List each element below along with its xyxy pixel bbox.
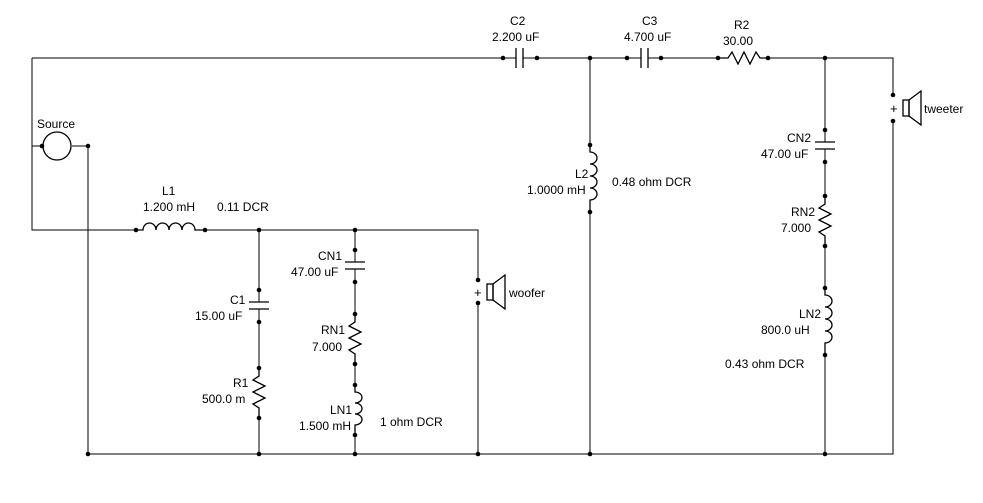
rn1-zigzag	[347, 314, 363, 364]
tweeter-cone-icon	[908, 89, 922, 127]
ln2-dcr: 0.43 ohm DCR	[725, 357, 805, 371]
r1-zigzag	[251, 368, 267, 418]
l2-name: L2	[575, 167, 589, 181]
wires	[31, 57, 894, 455]
r1-name: R1	[233, 376, 249, 390]
capacitor-c2: C2 2.200 uF	[492, 14, 539, 68]
ln2-value: 800.0 uH	[761, 323, 810, 337]
cn1-name: CN1	[318, 249, 342, 263]
inductor-ln2: LN2 800.0 uH 0.43 ohm DCR	[725, 285, 833, 371]
resistor-r1: R1 500.0 m	[202, 365, 267, 421]
tweeter-magnet-icon	[902, 99, 910, 117]
resistor-rn1: RN1 7.000	[312, 311, 363, 367]
inductor-l2: L2 1.0000 mH 0.48 ohm DCR	[527, 142, 692, 215]
rn2-name: RN2	[791, 205, 815, 219]
source: Source	[32, 117, 91, 161]
source-circle-icon	[42, 131, 72, 161]
c2-name: C2	[510, 14, 526, 28]
woofer-cone-icon	[492, 273, 506, 311]
ln2-name: LN2	[799, 307, 821, 321]
r2-value: 30.00	[723, 34, 753, 48]
l2-coil	[589, 145, 598, 212]
c1-name: C1	[230, 293, 246, 307]
c2-value: 2.200 uF	[492, 30, 539, 44]
l1-value: 1.200 mH	[143, 200, 195, 214]
inductor-l1: L1 1.200 mH 0.11 DCR	[133, 184, 269, 233]
l2-dcr: 0.48 ohm DCR	[612, 175, 692, 189]
l2-value: 1.0000 mH	[527, 183, 586, 197]
ln2-coil	[824, 288, 833, 355]
c3-value: 4.700 uF	[624, 30, 671, 44]
l1-name: L1	[162, 184, 176, 198]
rn1-value: 7.000	[312, 340, 342, 354]
capacitor-c1: C1 15.00 uF	[195, 287, 269, 325]
woofer-polarity: +	[474, 285, 482, 300]
wire-source-bottom	[31, 146, 136, 231]
inductor-ln1: LN1 1.500 mH 1 ohm DCR	[299, 382, 443, 438]
wire-r2-tweeter	[768, 57, 894, 95]
source-label: Source	[37, 117, 75, 131]
ln1-value: 1.500 mH	[299, 419, 351, 433]
c3-name: C3	[642, 14, 658, 28]
capacitor-cn2: CN2 47.00 uF	[761, 127, 835, 165]
rn1-name: RN1	[321, 323, 345, 337]
cn2-name: CN2	[787, 131, 811, 145]
rn2-value: 7.000	[781, 221, 811, 235]
speaker-woofer: + woofer	[474, 273, 545, 311]
tweeter-polarity: +	[890, 101, 898, 116]
l1-dcr: 0.11 DCR	[217, 200, 269, 214]
resistor-rn2: RN2 7.000	[781, 193, 833, 249]
r1-value: 500.0 m	[202, 392, 245, 406]
woofer-magnet-icon	[486, 283, 494, 301]
ln1-dcr: 1 ohm DCR	[380, 415, 443, 429]
ln1-name: LN1	[330, 403, 352, 417]
rn2-zigzag	[817, 196, 833, 246]
c1-value: 15.00 uF	[195, 309, 242, 323]
r2-name: R2	[734, 18, 750, 32]
r2-zigzag	[718, 50, 768, 66]
woofer-label: woofer	[508, 286, 545, 300]
resistor-r2: R2 30.00	[715, 18, 771, 66]
ln1-coil	[354, 385, 363, 435]
junctions	[85, 55, 828, 457]
cn1-value: 47.00 uF	[291, 265, 338, 279]
capacitor-cn1: CN1 47.00 uF	[291, 247, 365, 285]
l1-coil	[136, 222, 205, 231]
speaker-tweeter: + tweeter	[890, 89, 963, 127]
capacitor-c3: C3 4.700 uF	[624, 14, 671, 68]
wire-woofer-rail	[205, 229, 479, 280]
cn2-value: 47.00 uF	[761, 147, 808, 161]
tweeter-label: tweeter	[924, 102, 963, 116]
